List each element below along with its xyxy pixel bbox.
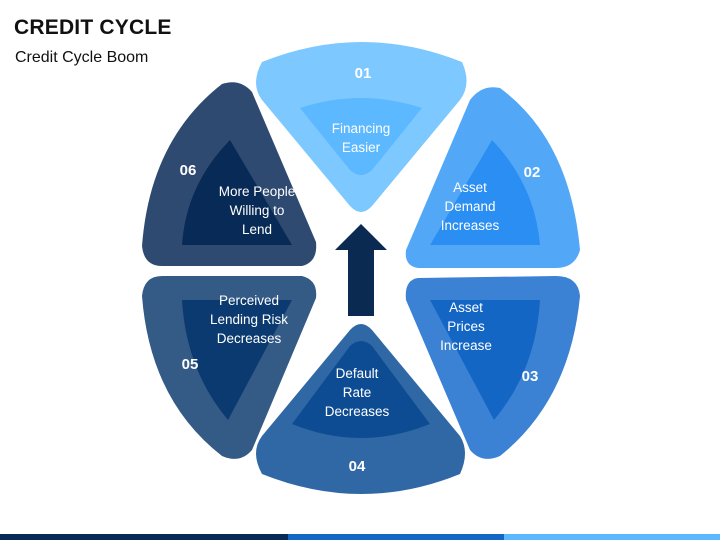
segment-label-line: Increases: [441, 218, 500, 233]
segment-label-line: Rate: [343, 385, 372, 400]
segment-inner-body: [182, 300, 292, 420]
segment-label-line: Lending Risk: [210, 312, 288, 327]
segment-number: 03: [522, 368, 539, 385]
segment-label-line: Decreases: [217, 331, 282, 346]
segment-label-line: Prices: [447, 319, 485, 334]
segment-label-line: Increase: [440, 338, 492, 353]
segment-number: 04: [349, 458, 366, 475]
segment-label-line: Demand: [444, 199, 495, 214]
segment-label-line: Willing to: [230, 203, 285, 218]
segment-label-line: Perceived: [219, 293, 279, 308]
segment-inner-body: [430, 140, 540, 245]
segment-number: 06: [180, 162, 197, 179]
center-up-arrow-icon: [335, 224, 387, 316]
segment-label-line: More People: [219, 184, 296, 199]
segment-label-line: Easier: [342, 140, 381, 155]
segment-number: 01: [355, 65, 372, 82]
slide-subtitle: Credit Cycle Boom: [15, 49, 149, 66]
segment-inner-body: [292, 341, 430, 438]
slide-title: CREDIT CYCLE: [14, 16, 172, 39]
footer-bar: [0, 534, 720, 540]
segment-inner-body: [430, 300, 540, 420]
segment-label-line: Asset: [453, 180, 487, 195]
segment-inner-body: [182, 140, 292, 245]
segment-number: 02: [524, 164, 541, 181]
segment-label-line: Financing: [332, 121, 391, 136]
segment-label-line: Asset: [449, 300, 483, 315]
segment-label-line: Decreases: [325, 404, 390, 419]
segment-label-line: Default: [336, 366, 379, 381]
segment-label-line: Lend: [242, 222, 272, 237]
segment-number: 05: [182, 356, 199, 373]
segment-inner-body: [300, 98, 422, 175]
